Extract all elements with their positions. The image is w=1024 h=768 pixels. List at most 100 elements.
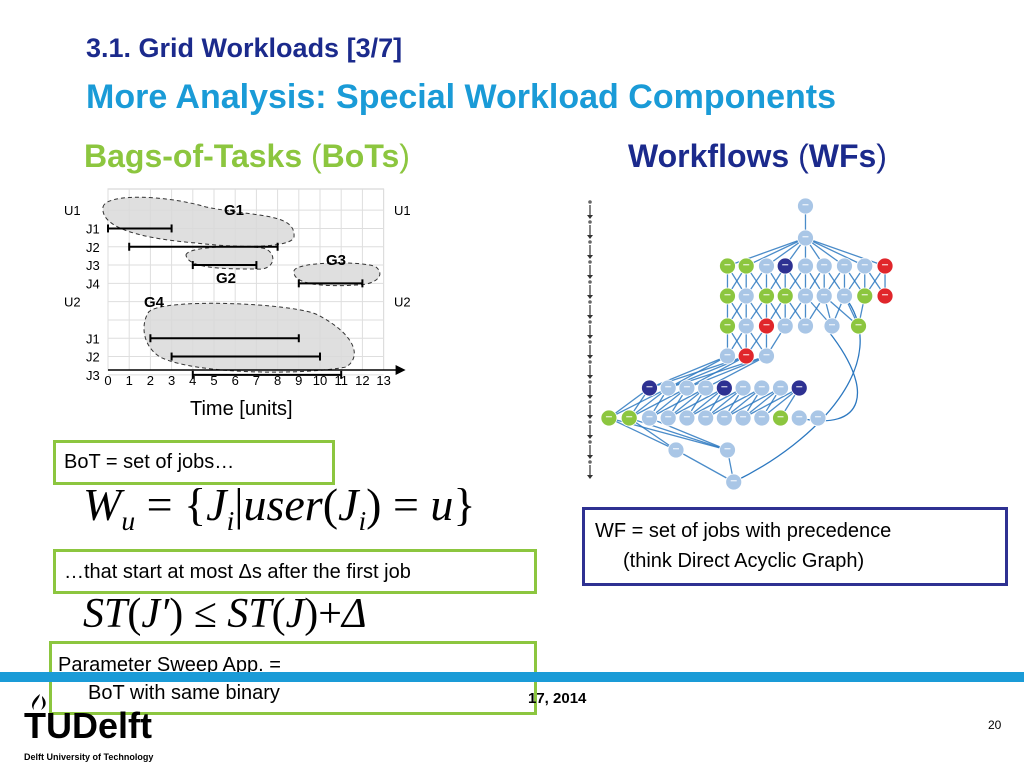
dag-node: [753, 379, 771, 397]
dag-node-label-mark: [821, 264, 828, 266]
gantt-row-label: J2: [86, 350, 100, 365]
dag-level-marker: [588, 280, 592, 284]
dag-level-arrow-icon: [587, 435, 593, 439]
dag-node-label-mark: [861, 294, 868, 296]
dag-node: [719, 257, 736, 275]
dag-level-arrow-icon: [587, 295, 593, 299]
page-number: 20: [988, 718, 1002, 732]
dag-node: [790, 409, 808, 427]
dag-edge: [799, 325, 859, 422]
gantt-row-label: J3: [86, 368, 100, 383]
dag-node-label-mark: [665, 416, 672, 418]
dag-level-arrow-icon: [587, 455, 593, 459]
dag-node: [797, 257, 814, 275]
dag-node: [753, 409, 771, 427]
start-window-box: …that start at most Δs after the first j…: [53, 549, 537, 594]
gantt-group-label: G1: [224, 202, 244, 219]
dag-node-label-mark: [841, 294, 848, 296]
dag-node-label-mark: [796, 386, 803, 388]
gantt-right-label: U2: [394, 295, 411, 310]
dag-level-arrow-icon: [587, 215, 593, 219]
dag-edge: [649, 387, 706, 419]
dag-node-label-mark: [796, 416, 803, 418]
dag-node-label-mark: [841, 264, 848, 266]
dag-node: [737, 347, 755, 365]
gantt-x-tick: 7: [253, 373, 260, 388]
psa-line1: Parameter Sweep App. =: [58, 654, 281, 676]
dag-node: [758, 317, 775, 335]
dag-node-label-mark: [882, 294, 889, 296]
dag-level-arrow-icon: [587, 475, 593, 479]
dag-level-marker: [588, 380, 592, 384]
dag-edge: [724, 387, 781, 419]
dag-node-label-mark: [802, 294, 809, 296]
start-time-formula: ST(J′) ≤ ST(J)+Δ: [83, 590, 367, 638]
dag-node: [600, 409, 618, 427]
wf-line1: WF = set of jobs with precedence: [595, 520, 892, 542]
dag-node: [659, 409, 677, 427]
formula1-i2: i: [358, 505, 367, 537]
dag-node: [737, 317, 755, 335]
bot-definition-box: BoT = set of jobs…: [53, 440, 335, 485]
dag-node: [641, 379, 658, 397]
dag-edge: [675, 449, 735, 483]
dag-node-label-mark: [743, 264, 750, 266]
dag-level-marker: [588, 320, 592, 324]
dag-node: [715, 409, 733, 427]
dag-node: [719, 347, 736, 365]
dag-node: [697, 409, 715, 427]
formula1-u: u: [121, 505, 136, 537]
dag-level-marker: [588, 240, 592, 244]
dag-level-marker: [588, 220, 592, 224]
dag-node: [836, 287, 853, 305]
dag-node-label-mark: [743, 324, 750, 326]
university-name: Delft University of Technology: [24, 752, 154, 762]
dag-node: [725, 473, 743, 491]
formula1-u2: u: [430, 479, 454, 530]
formula2-p4: ): [304, 591, 319, 637]
formula2-p1: (: [127, 591, 142, 637]
formula1-paren-close: ): [366, 479, 382, 530]
footer-stripe: [0, 672, 1024, 682]
gantt-x-tick: 0: [104, 373, 111, 388]
gantt-right-label: U1: [394, 203, 411, 218]
dag-level-arrow-icon: [587, 375, 593, 379]
dag-node-label-mark: [646, 416, 653, 418]
dag-node-label-mark: [763, 294, 770, 296]
dag-node-label-mark: [673, 448, 679, 450]
gantt-x-tick: 1: [126, 373, 133, 388]
formula2-st2: ST: [216, 591, 272, 637]
formula2-delta: Δ: [341, 591, 367, 637]
dag-node-label-mark: [724, 324, 731, 326]
dag-node-label-mark: [683, 386, 690, 388]
dag-node-label-mark: [626, 416, 633, 418]
gantt-x-tick: 4: [189, 373, 196, 388]
workflow-dag-diagram: [587, 197, 894, 491]
gantt-row-label: J2: [86, 240, 100, 255]
wfs-heading: Workflows (WFs): [628, 138, 887, 175]
dag-node-label-mark: [814, 416, 821, 418]
dag-node: [667, 441, 685, 459]
dag-node-label-mark: [665, 386, 672, 388]
dag-node: [659, 379, 677, 397]
dag-node: [678, 379, 696, 397]
slide-subtitle: More Analysis: Special Workload Componen…: [86, 78, 837, 116]
dag-node: [797, 317, 814, 335]
dag-level-marker: [588, 420, 592, 424]
dag-level-arrow-icon: [587, 275, 593, 279]
formula1-j2: J: [338, 479, 359, 530]
formula2-j2: J: [285, 591, 305, 637]
dag-node-label-mark: [721, 416, 728, 418]
bots-heading-main: Bags-of-Tasks: [84, 138, 303, 174]
formula1-w: W: [83, 479, 122, 530]
dag-level-marker: [588, 300, 592, 304]
formula1-i: i: [226, 505, 235, 537]
dag-node: [790, 379, 808, 397]
dag-node: [876, 257, 894, 275]
dag-node-label-mark: [777, 386, 784, 388]
formula1-j: J: [206, 479, 227, 530]
formula2-p2: ): [169, 591, 194, 637]
dag-edge: [705, 355, 767, 389]
dag-node: [719, 287, 736, 305]
